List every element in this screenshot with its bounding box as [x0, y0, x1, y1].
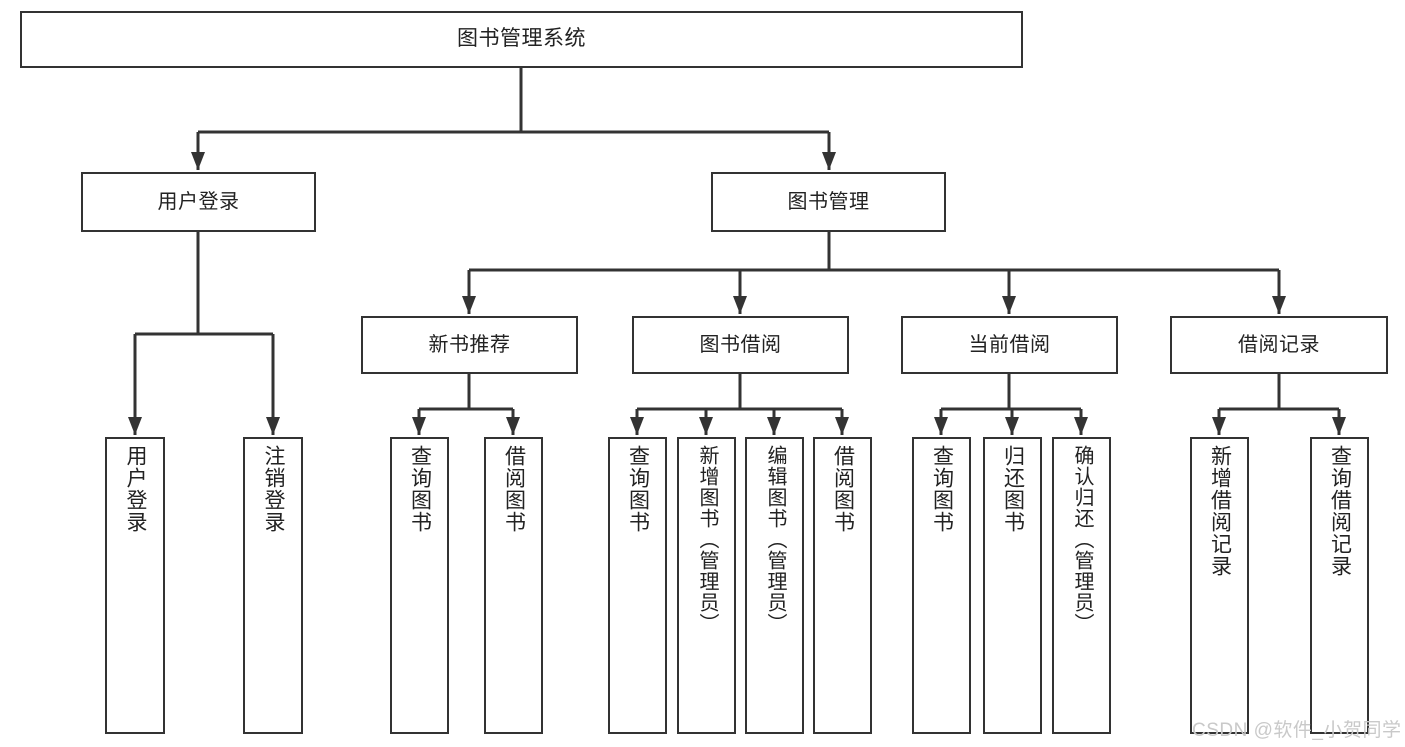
node-leaf-borrow-book-1: 借阅图书: [484, 437, 543, 734]
node-current-borrow: 当前借阅: [901, 316, 1118, 374]
arrow-head-icon: [822, 152, 836, 170]
node-leaf-logout: 注销登录: [243, 437, 303, 734]
arrow-head-icon: [1074, 417, 1088, 435]
node-label: 查询图书: [408, 445, 432, 533]
watermark: CSDN @软件_小贺同学: [1192, 720, 1402, 741]
node-leaf-user-login: 用户登录: [105, 437, 165, 734]
node-leaf-return-book: 归还图书: [983, 437, 1042, 734]
arrow-head-icon: [191, 152, 205, 170]
arrow-head-icon: [506, 417, 520, 435]
node-leaf-add-record: 新增借阅记录: [1190, 437, 1249, 734]
node-label: 借阅记录: [1238, 333, 1320, 356]
arrow-head-icon: [462, 296, 476, 314]
node-label: 确认归还（管理员）: [1071, 445, 1093, 634]
node-leaf-query-book-1: 查询图书: [390, 437, 449, 734]
node-leaf-query-record: 查询借阅记录: [1310, 437, 1369, 734]
arrow-head-icon: [767, 417, 781, 435]
arrow-head-icon: [835, 417, 849, 435]
node-label: 借阅图书: [831, 445, 855, 533]
node-book-borrow: 图书借阅: [632, 316, 849, 374]
node-leaf-borrow-book-2: 借阅图书: [813, 437, 872, 734]
arrow-head-icon: [699, 417, 713, 435]
arrow-head-icon: [1002, 296, 1016, 314]
arrow-head-icon: [630, 417, 644, 435]
arrow-head-icon: [266, 417, 280, 435]
node-leaf-query-book-2: 查询图书: [608, 437, 667, 734]
node-label: 注销登录: [262, 445, 286, 533]
node-label: 图书借阅: [699, 333, 782, 356]
node-leaf-query-book-3: 查询图书: [912, 437, 971, 734]
node-label: 用户登录: [124, 445, 148, 533]
node-root: 图书管理系统: [20, 11, 1023, 68]
node-label: 查询图书: [626, 445, 650, 533]
node-borrow-record: 借阅记录: [1170, 316, 1388, 374]
node-label: 用户登录: [157, 190, 240, 213]
node-label: 图书管理系统: [457, 27, 586, 51]
node-label: 新书推荐: [428, 333, 511, 356]
arrow-head-icon: [934, 417, 948, 435]
node-new-book-rec: 新书推荐: [361, 316, 578, 374]
arrow-head-icon: [733, 296, 747, 314]
node-leaf-confirm-return: 确认归还（管理员）: [1052, 437, 1111, 734]
node-label: 编辑图书（管理员）: [764, 445, 786, 634]
node-label: 新增图书（管理员）: [696, 445, 718, 634]
arrow-head-icon: [1212, 417, 1226, 435]
node-label: 新增借阅记录: [1208, 445, 1232, 577]
node-label: 借阅图书: [502, 445, 526, 533]
node-leaf-edit-book: 编辑图书（管理员）: [745, 437, 804, 734]
arrow-head-icon: [412, 417, 426, 435]
arrow-head-icon: [1272, 296, 1286, 314]
arrow-head-icon: [1005, 417, 1019, 435]
arrow-head-icon: [128, 417, 142, 435]
node-label: 查询借阅记录: [1328, 445, 1352, 577]
arrow-head-icon: [1332, 417, 1346, 435]
node-book-manage: 图书管理: [711, 172, 946, 232]
node-label: 归还图书: [1001, 445, 1025, 533]
node-leaf-add-book: 新增图书（管理员）: [677, 437, 736, 734]
node-user-login: 用户登录: [81, 172, 316, 232]
node-label: 当前借阅: [968, 333, 1051, 356]
node-label: 查询图书: [930, 445, 954, 533]
node-label: 图书管理: [787, 190, 870, 213]
